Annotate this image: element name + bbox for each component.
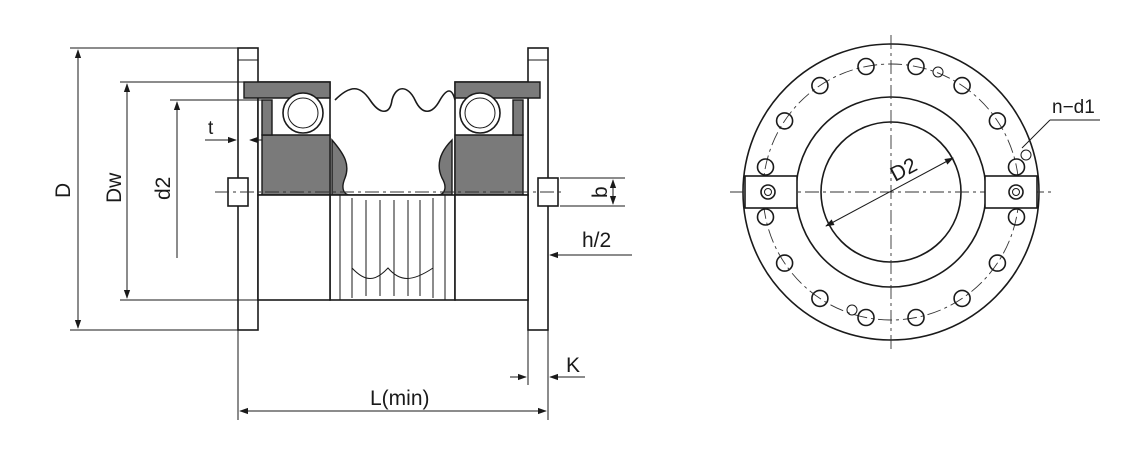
bolt-hole [907,308,925,327]
bolt-hole [988,254,1007,272]
bolt-hole [988,112,1007,130]
label-t: t [208,118,214,139]
left-lug [744,175,798,209]
front-flange-view [730,35,1100,350]
bolt-hole [811,289,829,308]
bolt-holes [756,57,1032,327]
small-hole [1020,149,1032,161]
bellows-top [334,87,456,113]
bolt-hole [756,208,775,226]
bolt-hole [1007,158,1026,176]
bolt-hole [756,158,775,176]
bolt-hole [907,57,925,76]
label-D: D [52,183,75,198]
bolt-hole [775,112,794,130]
label-Dw: Dw [103,172,126,203]
bolt-hole [953,76,971,95]
small-hole [846,304,858,316]
small-hole [932,66,944,78]
label-n-d1: n−d1 [1052,97,1095,118]
label-d2: d2 [152,177,175,200]
left-bearing [282,92,324,134]
label-K: K [566,354,580,377]
label-Lmin: L(min) [370,387,430,410]
label-h2: h/2 [582,229,611,252]
bolt-hole [775,254,794,272]
label-D2: D2 [887,153,922,186]
bolt-hole [857,308,875,327]
dimension-lines [70,47,632,420]
bolt-hole [857,57,875,76]
bolt-hole [953,289,971,308]
bellows-lower [329,194,456,301]
bolt-hole [1007,208,1026,226]
side-section-view [215,47,565,331]
right-lug [984,175,1038,209]
label-b: b [589,186,612,198]
right-bearing [459,92,501,134]
bolt-hole [811,76,829,95]
